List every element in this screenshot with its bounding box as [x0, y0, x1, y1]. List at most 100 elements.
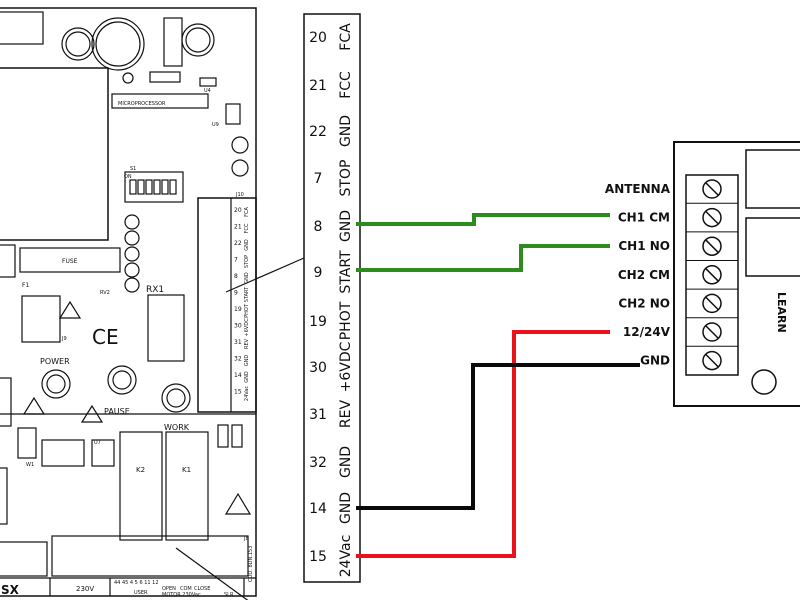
learn-button[interactable] — [751, 369, 777, 395]
mini-terminal-label: FCC — [244, 223, 250, 233]
mini-terminal-number: 32 — [234, 356, 242, 363]
component-block — [17, 427, 37, 459]
terminal-number: 22 — [309, 124, 327, 140]
terminal-number: 14 — [309, 501, 327, 517]
mini-terminal-label: +6VDC — [244, 318, 250, 337]
label-motor: MOTOR 230Vac — [162, 592, 201, 598]
screw-slot — [705, 239, 719, 253]
terminal-label: 24Vac — [338, 535, 354, 578]
mini-terminal-label: GND — [244, 371, 250, 383]
trimmer-work-knob — [166, 388, 186, 408]
label-fuse: FUSE — [62, 258, 78, 265]
terminal-number: 19 — [309, 314, 327, 330]
label-work: WORK — [164, 423, 190, 432]
mini-terminal-label: START — [244, 286, 250, 302]
mini-terminal-number: 9 — [234, 290, 238, 297]
terminal-number: 31 — [309, 407, 327, 423]
terminal-label: GND — [338, 210, 354, 242]
mini-terminal-number: 7 — [234, 257, 238, 264]
mini-terminal-label: GND — [244, 272, 250, 284]
mini-terminal-number: 15 — [234, 389, 242, 396]
label-com: COM — [180, 586, 192, 592]
board-outline — [0, 7, 257, 597]
mini-terminal-number: 20 — [234, 207, 242, 214]
label-230v: 230V — [76, 585, 94, 593]
rx1-module — [147, 294, 185, 362]
dip-switch-s1 — [124, 171, 184, 203]
fuse-holder — [19, 247, 121, 273]
dip-switch-keys — [129, 179, 177, 195]
terminal-block-j10 — [197, 197, 257, 413]
receiver-terminal-label: 12/24V — [623, 325, 671, 339]
label-ce: CE — [92, 325, 119, 349]
regulator-u9 — [225, 103, 241, 125]
output-connector — [51, 535, 249, 577]
mini-terminal-number: 8 — [234, 273, 238, 280]
warning-triangle-icon — [58, 300, 82, 319]
screw-slot — [705, 296, 719, 310]
mini-terminal-label: PHOT — [244, 303, 250, 318]
screw-slot — [705, 354, 719, 368]
leader-line — [225, 257, 305, 293]
terminal-label: GND — [338, 115, 354, 147]
mini-terminal-label: FCA — [244, 207, 250, 217]
screw-terminal — [702, 207, 722, 228]
small-component — [231, 424, 243, 448]
terminal-label: GND — [338, 492, 354, 524]
board-edge-block — [0, 541, 48, 577]
label-s1: S1 — [130, 166, 136, 172]
capacitor — [61, 27, 95, 61]
terminal-label: +6VDC — [338, 341, 354, 392]
capacitor-inner — [185, 27, 211, 53]
mini-terminal-label: GND — [244, 355, 250, 367]
receiver-terminal-label: GND — [640, 354, 670, 368]
warning-triangle-icon — [224, 492, 252, 515]
terminal-number: 32 — [309, 455, 327, 471]
mini-terminal-number: 22 — [234, 240, 242, 247]
receiver-terminal-block — [685, 174, 739, 376]
terminal-number: 30 — [309, 360, 327, 376]
trimmer-pause-knob — [112, 370, 132, 390]
terminal-label: REV — [338, 400, 354, 429]
terminal-number: 15 — [309, 549, 327, 565]
learn-label: LEARN — [775, 292, 788, 333]
mini-terminal-label: STOP — [244, 255, 250, 268]
terminal-label: START — [338, 250, 354, 294]
receiver-outline — [673, 141, 800, 407]
label-k1: K1 — [182, 466, 191, 474]
board-edge-block — [0, 467, 8, 525]
mini-terminal-number: 21 — [234, 224, 242, 231]
screw-terminal — [702, 236, 722, 256]
mini-terminal-label: REV — [244, 338, 250, 349]
mini-terminal-number: 14 — [234, 372, 242, 379]
screw-slot — [705, 211, 719, 225]
label-k2: K2 — [136, 466, 145, 474]
label-w1: W1 — [26, 462, 34, 468]
wire-green-ch1-no — [356, 244, 610, 272]
wire-green-ch1-cm — [356, 213, 610, 226]
label-u7: U7 — [94, 440, 101, 446]
receiver-terminal-label: CH2 NO — [618, 296, 670, 310]
capacitor-large — [91, 17, 145, 71]
terminal-number: 21 — [309, 78, 327, 94]
small-component — [217, 424, 229, 448]
small-component — [199, 77, 217, 87]
led — [124, 246, 140, 262]
trimmer-pause — [107, 365, 137, 395]
receiver-relay — [745, 149, 800, 209]
mini-terminal-number: 31 — [234, 339, 242, 346]
label-close: CLOSE — [194, 586, 210, 592]
trimmer-power-knob — [46, 374, 66, 394]
microprocessor-chip — [111, 93, 209, 109]
terminal-number: 8 — [314, 219, 323, 235]
led — [124, 277, 140, 293]
receiver-module — [673, 141, 800, 407]
screw-terminal — [702, 179, 722, 199]
board-edge-block — [0, 377, 12, 427]
wire-black-gnd — [356, 363, 640, 510]
label-u9: U9 — [212, 122, 219, 128]
receiver-relay — [745, 217, 800, 277]
board-model-suffix: SX — [1, 583, 20, 597]
